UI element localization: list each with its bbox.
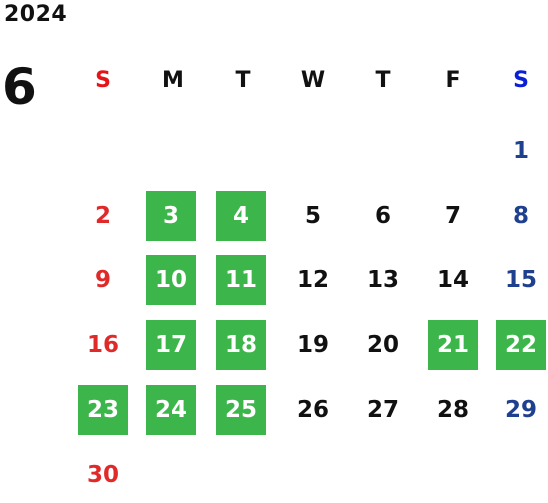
weekday-header-thursday: T: [375, 68, 391, 93]
day-cell-6: 6: [374, 203, 391, 229]
day-cell-20: 20: [366, 332, 399, 358]
day-cell-16: 16: [86, 332, 119, 358]
weekday-header-sunday: S: [95, 68, 111, 93]
day-cell-19: 19: [296, 332, 329, 358]
day-cell-27: 27: [366, 397, 399, 423]
day-cell-1: 1: [512, 138, 529, 164]
day-cell-21: 21: [428, 320, 478, 370]
day-cell-23: 23: [78, 385, 128, 435]
day-cell-11: 11: [216, 255, 266, 305]
day-cell-24: 24: [146, 385, 196, 435]
day-cell-25: 25: [216, 385, 266, 435]
day-cell-3: 3: [146, 191, 196, 241]
day-cell-5: 5: [304, 203, 321, 229]
month-label: 6: [2, 58, 37, 116]
day-cell-9: 9: [94, 267, 111, 293]
day-cell-29: 29: [504, 397, 537, 423]
day-cell-8: 8: [512, 203, 529, 229]
day-cell-18: 18: [216, 320, 266, 370]
weekday-header-tuesday: T: [235, 68, 251, 93]
year-label: 2024: [4, 2, 68, 27]
weekday-header-monday: M: [162, 68, 184, 93]
weekday-header-friday: F: [445, 68, 461, 93]
day-cell-30: 30: [86, 462, 119, 488]
day-cell-15: 15: [504, 267, 537, 293]
day-cell-13: 13: [366, 267, 399, 293]
day-cell-7: 7: [444, 203, 461, 229]
day-cell-26: 26: [296, 397, 329, 423]
weekday-header-wednesday: W: [300, 68, 326, 93]
day-cell-4: 4: [216, 191, 266, 241]
day-cell-22: 22: [496, 320, 546, 370]
day-cell-17: 17: [146, 320, 196, 370]
day-cell-14: 14: [436, 267, 469, 293]
day-cell-2: 2: [94, 203, 111, 229]
day-cell-12: 12: [296, 267, 329, 293]
weekday-header-saturday: S: [513, 68, 529, 93]
day-cell-28: 28: [436, 397, 469, 423]
day-cell-10: 10: [146, 255, 196, 305]
